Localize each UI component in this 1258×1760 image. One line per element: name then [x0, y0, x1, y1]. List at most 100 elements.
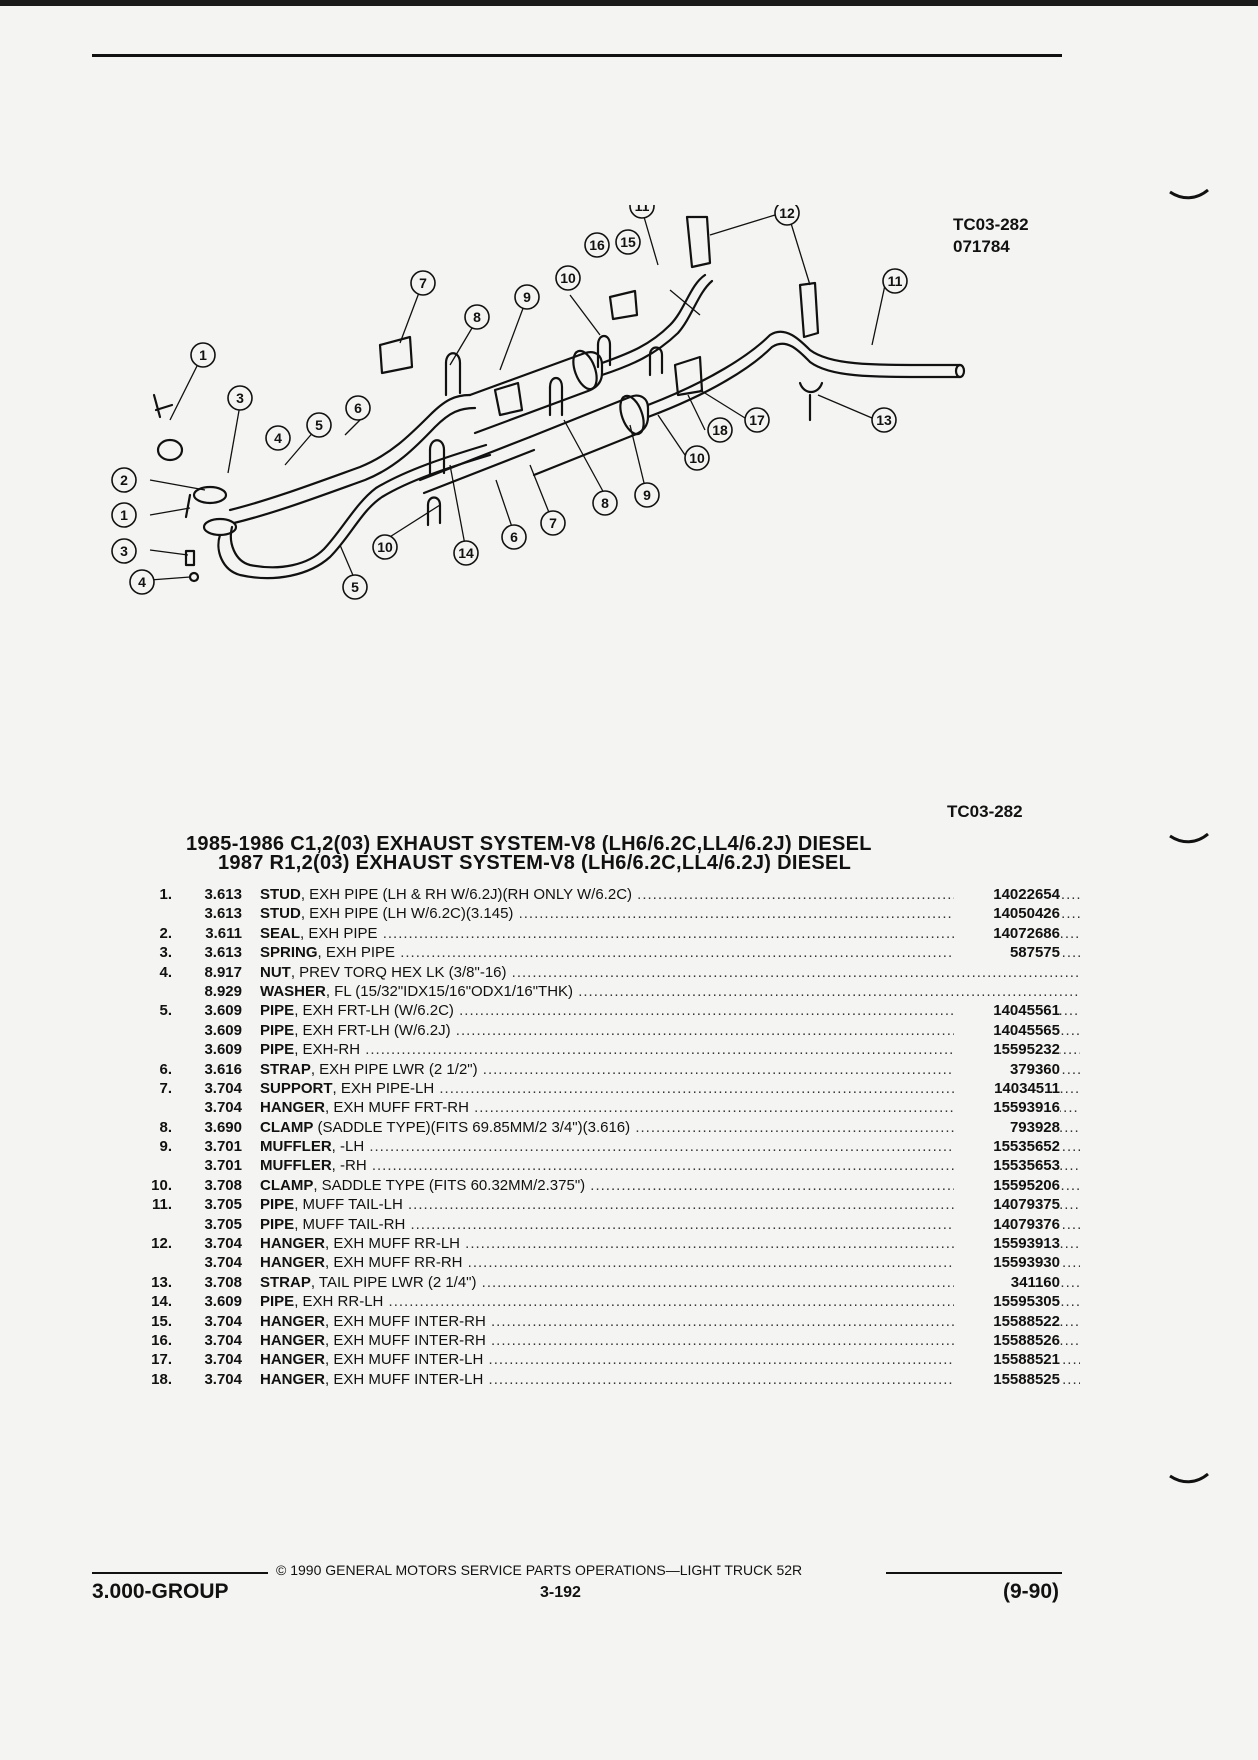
part-description: MUFFLER, -RH ...........................…: [260, 1157, 1080, 1175]
part-row: 5. 3.609 PIPE, EXH FRT-LH (W/6.2C) .......…: [140, 1001, 1080, 1021]
part-detail: , EXH MUFF INTER-RH: [325, 1312, 486, 1330]
group-number: 3.616: [204, 1060, 242, 1078]
part-detail: , EXH FRT-LH (W/6.2C): [294, 1002, 454, 1020]
part-detail: , -LH: [331, 1138, 365, 1156]
part-name: HANGER: [260, 1370, 326, 1388]
header-rule: [92, 54, 1062, 57]
group-number: 3.690: [204, 1118, 242, 1136]
part-detail: , EXH MUFF INTER-RH: [325, 1331, 486, 1349]
part-description: HANGER, EXH MUFF RR-LH .................…: [260, 1235, 1080, 1253]
part-description: PIPE, EXH FRT-LH (W/6.2J) ..............…: [260, 1021, 1080, 1039]
part-row: 13. 3.708 STRAP, TAIL PIPE LWR (2 1/4") ..…: [140, 1272, 1080, 1293]
group-number: 3.704: [204, 1099, 242, 1117]
callout-6: 6: [345, 395, 371, 421]
part-detail: , TAIL PIPE LWR (2 1/4"): [310, 1273, 477, 1291]
part-detail: , -RH: [331, 1157, 367, 1175]
part-name: MUFFLER: [260, 1138, 332, 1156]
svg-text:17: 17: [749, 412, 765, 428]
section-titles: 1985-1986 C1,2(03) EXHAUST SYSTEM-V8 (LH…: [186, 834, 1006, 874]
part-description: PIPE, EXH FRT-LH (W/6.2C) ..............…: [260, 1002, 1080, 1020]
section-title-2: 1987 R1,2(03) EXHAUST SYSTEM-V8 (LH6/6.2…: [218, 852, 852, 874]
callout-9b: 9: [634, 482, 660, 508]
part-name: WASHER: [260, 982, 326, 1000]
group-number: 3.704: [204, 1331, 242, 1349]
item-number: 9.: [159, 1138, 172, 1156]
svg-text:10: 10: [689, 450, 705, 466]
callout-3: 3: [227, 385, 253, 411]
part-description: HANGER, EXH MUFF RR-RH .................…: [260, 1254, 1080, 1272]
part-number: 793928: [954, 1117, 1060, 1138]
svg-text:15: 15: [620, 234, 636, 250]
item-number: 4.: [159, 963, 172, 981]
part-name: CLAMP: [260, 1118, 314, 1136]
callout-10b: 10: [684, 445, 710, 471]
part-detail: , EXH MUFF FRT-RH: [325, 1099, 469, 1117]
part-description: SPRING, EXH PIPE .......................…: [260, 944, 1080, 962]
part-description: PIPE, MUFF TAIL-LH .....................…: [260, 1196, 1080, 1214]
svg-text:12: 12: [779, 205, 795, 221]
svg-text:4: 4: [274, 430, 282, 446]
svg-text:5: 5: [315, 417, 323, 433]
part-number: 14045561: [954, 1001, 1060, 1021]
svg-text:11: 11: [635, 205, 650, 214]
group-number: 3.704: [204, 1312, 242, 1330]
callout-12: 12: [774, 205, 800, 226]
diagram-reference: TC03-282 071784: [953, 214, 1029, 258]
part-number: 14034511: [954, 1078, 1060, 1099]
part-name: HANGER: [260, 1254, 326, 1272]
part-detail: , EXH FRT-LH (W/6.2J): [294, 1021, 451, 1039]
item-number: 5.: [159, 1002, 172, 1020]
svg-text:16: 16: [589, 237, 605, 253]
part-number: 15595305: [954, 1292, 1060, 1312]
part-name: HANGER: [260, 1351, 326, 1369]
callout-10c: 10: [372, 534, 398, 560]
callout-5b: 5: [342, 574, 368, 600]
group-number: 3.704: [204, 1370, 242, 1388]
part-number: 587575: [954, 943, 1060, 963]
part-name: PIPE: [260, 1021, 295, 1039]
callout-4: 4: [265, 425, 291, 451]
part-name: HANGER: [260, 1312, 326, 1330]
footer-rule-left: [92, 1572, 268, 1574]
part-number: 15588526: [954, 1330, 1060, 1351]
part-name: PIPE: [260, 1196, 295, 1214]
part-detail: , EXH PIPE: [300, 924, 378, 942]
part-name: PIPE: [260, 1002, 295, 1020]
part-name: PIPE: [260, 1215, 295, 1233]
callout-7b: 7: [540, 510, 566, 536]
part-detail: , EXH PIPE-LH: [332, 1079, 435, 1097]
part-description: PIPE, EXH RR-LH ........................…: [260, 1293, 1080, 1311]
item-number: 13.: [151, 1273, 172, 1291]
group-number: 3.609: [204, 1002, 242, 1020]
callout-11: 11: [629, 205, 655, 219]
part-detail: , SADDLE TYPE (FITS 60.32MM/2.375"): [313, 1176, 586, 1194]
callout-16: 16: [584, 232, 610, 258]
svg-text:1: 1: [120, 507, 128, 523]
part-number: 15595232: [954, 1040, 1060, 1060]
part-number: 14045565: [954, 1020, 1060, 1041]
part-description: HANGER, EXH MUFF INTER-RH ..............…: [260, 1312, 1080, 1330]
item-number: 14.: [151, 1293, 172, 1311]
callout-18: 18: [707, 417, 733, 443]
group-number: 3.704: [204, 1254, 242, 1272]
part-description: HANGER, EXH MUFF INTER-RH ..............…: [260, 1331, 1080, 1349]
part-description: STRAP, TAIL PIPE LWR (2 1/4") ..........…: [260, 1273, 1080, 1291]
svg-text:9: 9: [643, 487, 651, 503]
group-number: 3.708: [204, 1273, 242, 1291]
part-detail: , FL (15/32"IDX15/16"ODX1/16"THK): [325, 982, 574, 1000]
callout-14: 14: [453, 540, 479, 566]
item-number: 17.: [151, 1351, 172, 1369]
part-number: 15593913: [954, 1234, 1060, 1254]
part-name: MUFFLER: [260, 1157, 332, 1175]
diagram-ref-date: 071784: [953, 237, 1010, 256]
svg-text:11: 11: [888, 273, 903, 289]
